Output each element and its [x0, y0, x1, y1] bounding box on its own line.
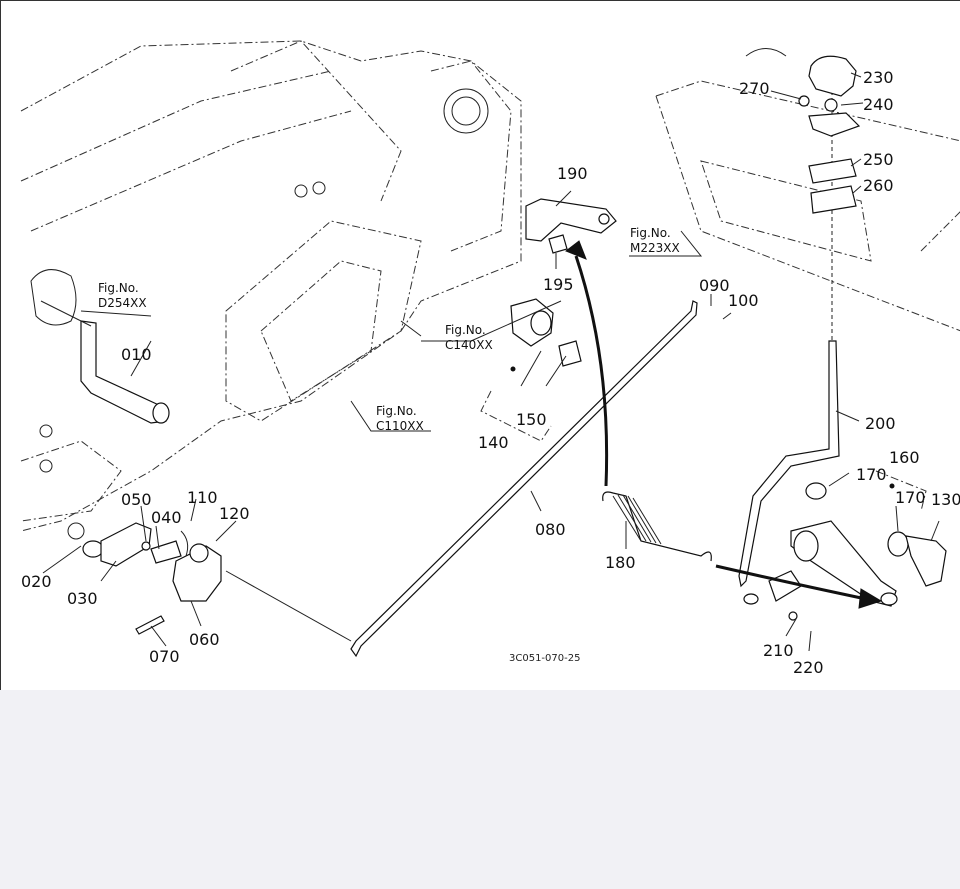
fig-ref-c140xx: Fig.No. C140XX	[445, 323, 493, 352]
assembly-arrows	[564, 240, 883, 609]
shaft-010	[40, 300, 170, 424]
label-030: 030	[67, 589, 98, 608]
svg-text:Fig.No.: Fig.No.	[630, 226, 671, 240]
rod-080	[225, 300, 698, 658]
fig-ref-m223xx: Fig.No. M223XX	[630, 226, 680, 255]
label-170b: 170	[895, 488, 926, 507]
label-040: 040	[151, 508, 182, 527]
leader-lines	[42, 72, 940, 652]
pedal-shaft-200	[738, 91, 840, 588]
svg-text:Fig.No.: Fig.No.	[376, 404, 417, 418]
label-070: 070	[149, 647, 180, 666]
label-140: 140	[478, 433, 509, 452]
transmission-housing	[20, 40, 522, 540]
label-240: 240	[863, 95, 894, 114]
label-170a: 170	[856, 465, 887, 484]
svg-text:D254XX: D254XX	[98, 296, 147, 310]
pedal-pad-230	[798, 55, 861, 214]
label-120: 120	[219, 504, 250, 523]
label-270: 270	[739, 79, 770, 98]
label-195: 195	[543, 275, 574, 294]
label-090: 090	[699, 276, 730, 295]
label-020: 020	[21, 572, 52, 591]
parts-diagram: Fig.No. D254XX Fig.No. C140XX Fig.No. C1…	[0, 0, 960, 690]
svg-text:C110XX: C110XX	[376, 419, 424, 433]
label-010: 010	[121, 345, 152, 364]
label-210: 210	[763, 641, 794, 660]
label-260: 260	[863, 176, 894, 195]
label-160: 160	[889, 448, 920, 467]
bracket-190	[525, 198, 617, 254]
svg-text:M223XX: M223XX	[630, 241, 680, 255]
arm-140	[480, 298, 582, 442]
label-050: 050	[121, 490, 152, 509]
svg-text:C140XX: C140XX	[445, 338, 493, 352]
label-080: 080	[535, 520, 566, 539]
cover-panel-right	[655, 48, 960, 332]
label-110: 110	[187, 488, 218, 507]
label-100: 100	[728, 291, 759, 310]
fig-ref-c110xx: Fig.No. C110XX	[376, 404, 424, 433]
fig-ref-d254xx: Fig.No. D254XX	[98, 281, 147, 310]
part-labels: 010 020 030 040 050 060 070 080 090 100 …	[21, 68, 960, 677]
label-060: 060	[189, 630, 220, 649]
label-250: 250	[863, 150, 894, 169]
drawing-code: 3C051-070-25	[509, 653, 580, 664]
pedal-arm-assembly	[743, 470, 947, 621]
label-130: 130	[931, 490, 960, 509]
spring-180	[602, 491, 712, 562]
svg-text:Fig.No.: Fig.No.	[98, 281, 139, 295]
svg-text:Fig.No.: Fig.No.	[445, 323, 486, 337]
label-230: 230	[863, 68, 894, 87]
label-200: 200	[865, 414, 896, 433]
lever-assembly-left	[82, 522, 222, 635]
label-180: 180	[605, 553, 636, 572]
label-150: 150	[516, 410, 547, 429]
label-220: 220	[793, 658, 824, 677]
label-190: 190	[557, 164, 588, 183]
diagram-drawing: Fig.No. D254XX Fig.No. C140XX Fig.No. C1…	[20, 40, 960, 677]
